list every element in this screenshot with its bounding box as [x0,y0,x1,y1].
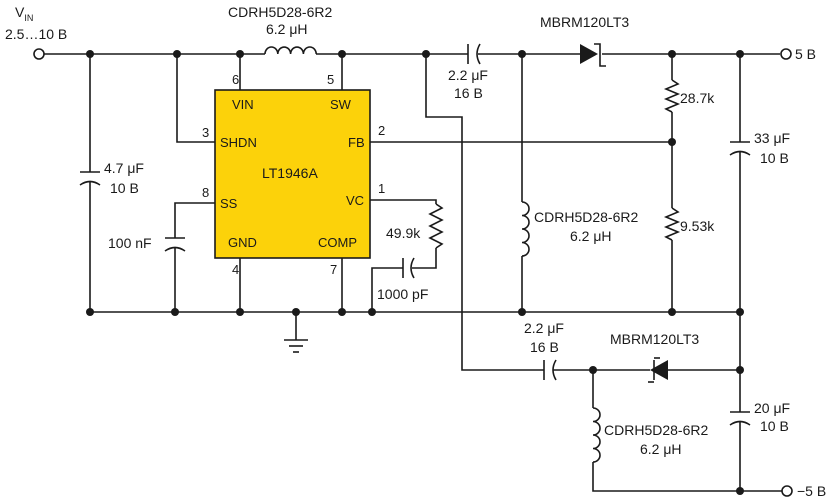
pin-num-7: 7 [330,262,337,277]
css-value: 100 nF [108,235,152,251]
vin-range: 2.5…10 В [5,26,67,42]
rcomp-value: 49.9k [386,225,421,241]
diode-d1: MBRM120LT3 [540,14,629,67]
inductor-l3: CDRH5D28-6R2 6.2 μH [592,407,708,463]
resistor-rtop: 28.7k [663,79,715,113]
pin-vc-label: VC [346,193,364,208]
rbot-value: 9.53k [680,218,715,234]
cout-pos-value: 33 μF [754,130,790,146]
resistor-rbot: 9.53k [663,207,715,241]
rtop-value: 28.7k [680,90,715,106]
cout-pos-voltage: 10 В [760,150,789,166]
pin-gnd-label: GND [228,235,257,250]
pin-sw-label: SW [330,97,352,112]
ic-lt1946a: LT1946A VIN SW SHDN FB SS VC GND COMP 6 … [202,72,385,277]
capacitor-cin: 4.7 μF 10 В [79,160,144,196]
capacitor-ccomp: 1000 pF [377,257,428,302]
diode-d2: MBRM120LT3 [610,331,699,383]
pin-num-8: 8 [202,185,209,200]
pin-fb-label: FB [348,135,365,150]
inductor-l1: CDRH5D28-6R2 6.2 μH [228,4,332,55]
pin-num-4: 4 [232,262,239,277]
cin-voltage: 10 В [110,180,139,196]
output-pos-label: 5 В [795,46,816,62]
ccouple2-voltage: 16 В [530,339,559,355]
pin-num-5: 5 [327,72,334,87]
pin-num-1: 1 [378,181,385,196]
vin-symbol: V [15,4,25,20]
output-neg-label: −5 В [797,483,826,499]
pin-num-3: 3 [202,125,209,140]
capacitor-css: 100 nF [108,235,186,252]
vin-label: VIN 2.5…10 В [5,4,67,42]
output-pos-terminal [780,48,792,60]
pin-num-2: 2 [378,123,385,138]
ccouple1-value: 2.2 μF [448,67,488,83]
l1-value: 6.2 μH [266,21,308,37]
output-neg-terminal [781,485,793,497]
l1-part: CDRH5D28-6R2 [228,4,332,20]
ic-name: LT1946A [262,165,318,181]
capacitor-ccouple2: 2.2 μF 16 В [524,320,564,381]
cout-neg-value: 20 μF [754,400,790,416]
cout-neg-voltage: 10 В [760,418,789,434]
inductor-l2: CDRH5D28-6R2 6.2 μH [521,201,638,257]
junction-dots [86,50,744,495]
svg-text:VIN: VIN [15,4,33,23]
wires [44,53,782,492]
capacitor-cout-neg: 20 μF 10 В [729,400,790,434]
pin-num-6: 6 [232,72,239,87]
capacitor-cout-pos: 33 μF 10 В [729,130,790,166]
pin-shdn-label: SHDN [220,135,257,150]
ccomp-value: 1000 pF [377,286,428,302]
ccouple2-value: 2.2 μF [524,320,564,336]
l2-value: 6.2 μH [570,228,612,244]
ground-symbol [284,339,308,353]
pin-vin-label: VIN [232,97,254,112]
pin-comp-label: COMP [318,235,357,250]
ccouple1-voltage: 16 В [454,85,483,101]
l3-part: CDRH5D28-6R2 [604,422,708,438]
l3-value: 6.2 μH [640,441,682,457]
pin-ss-label: SS [220,196,238,211]
d1-part: MBRM120LT3 [540,14,629,30]
vin-terminal [33,48,45,60]
cin-value: 4.7 μF [104,160,144,176]
vin-subscript: IN [24,13,33,23]
d2-part: MBRM120LT3 [610,331,699,347]
l2-part: CDRH5D28-6R2 [534,209,638,225]
resistor-rcomp: 49.9k [386,203,444,249]
capacitor-ccouple1: 2.2 μF 16 В [448,43,488,101]
